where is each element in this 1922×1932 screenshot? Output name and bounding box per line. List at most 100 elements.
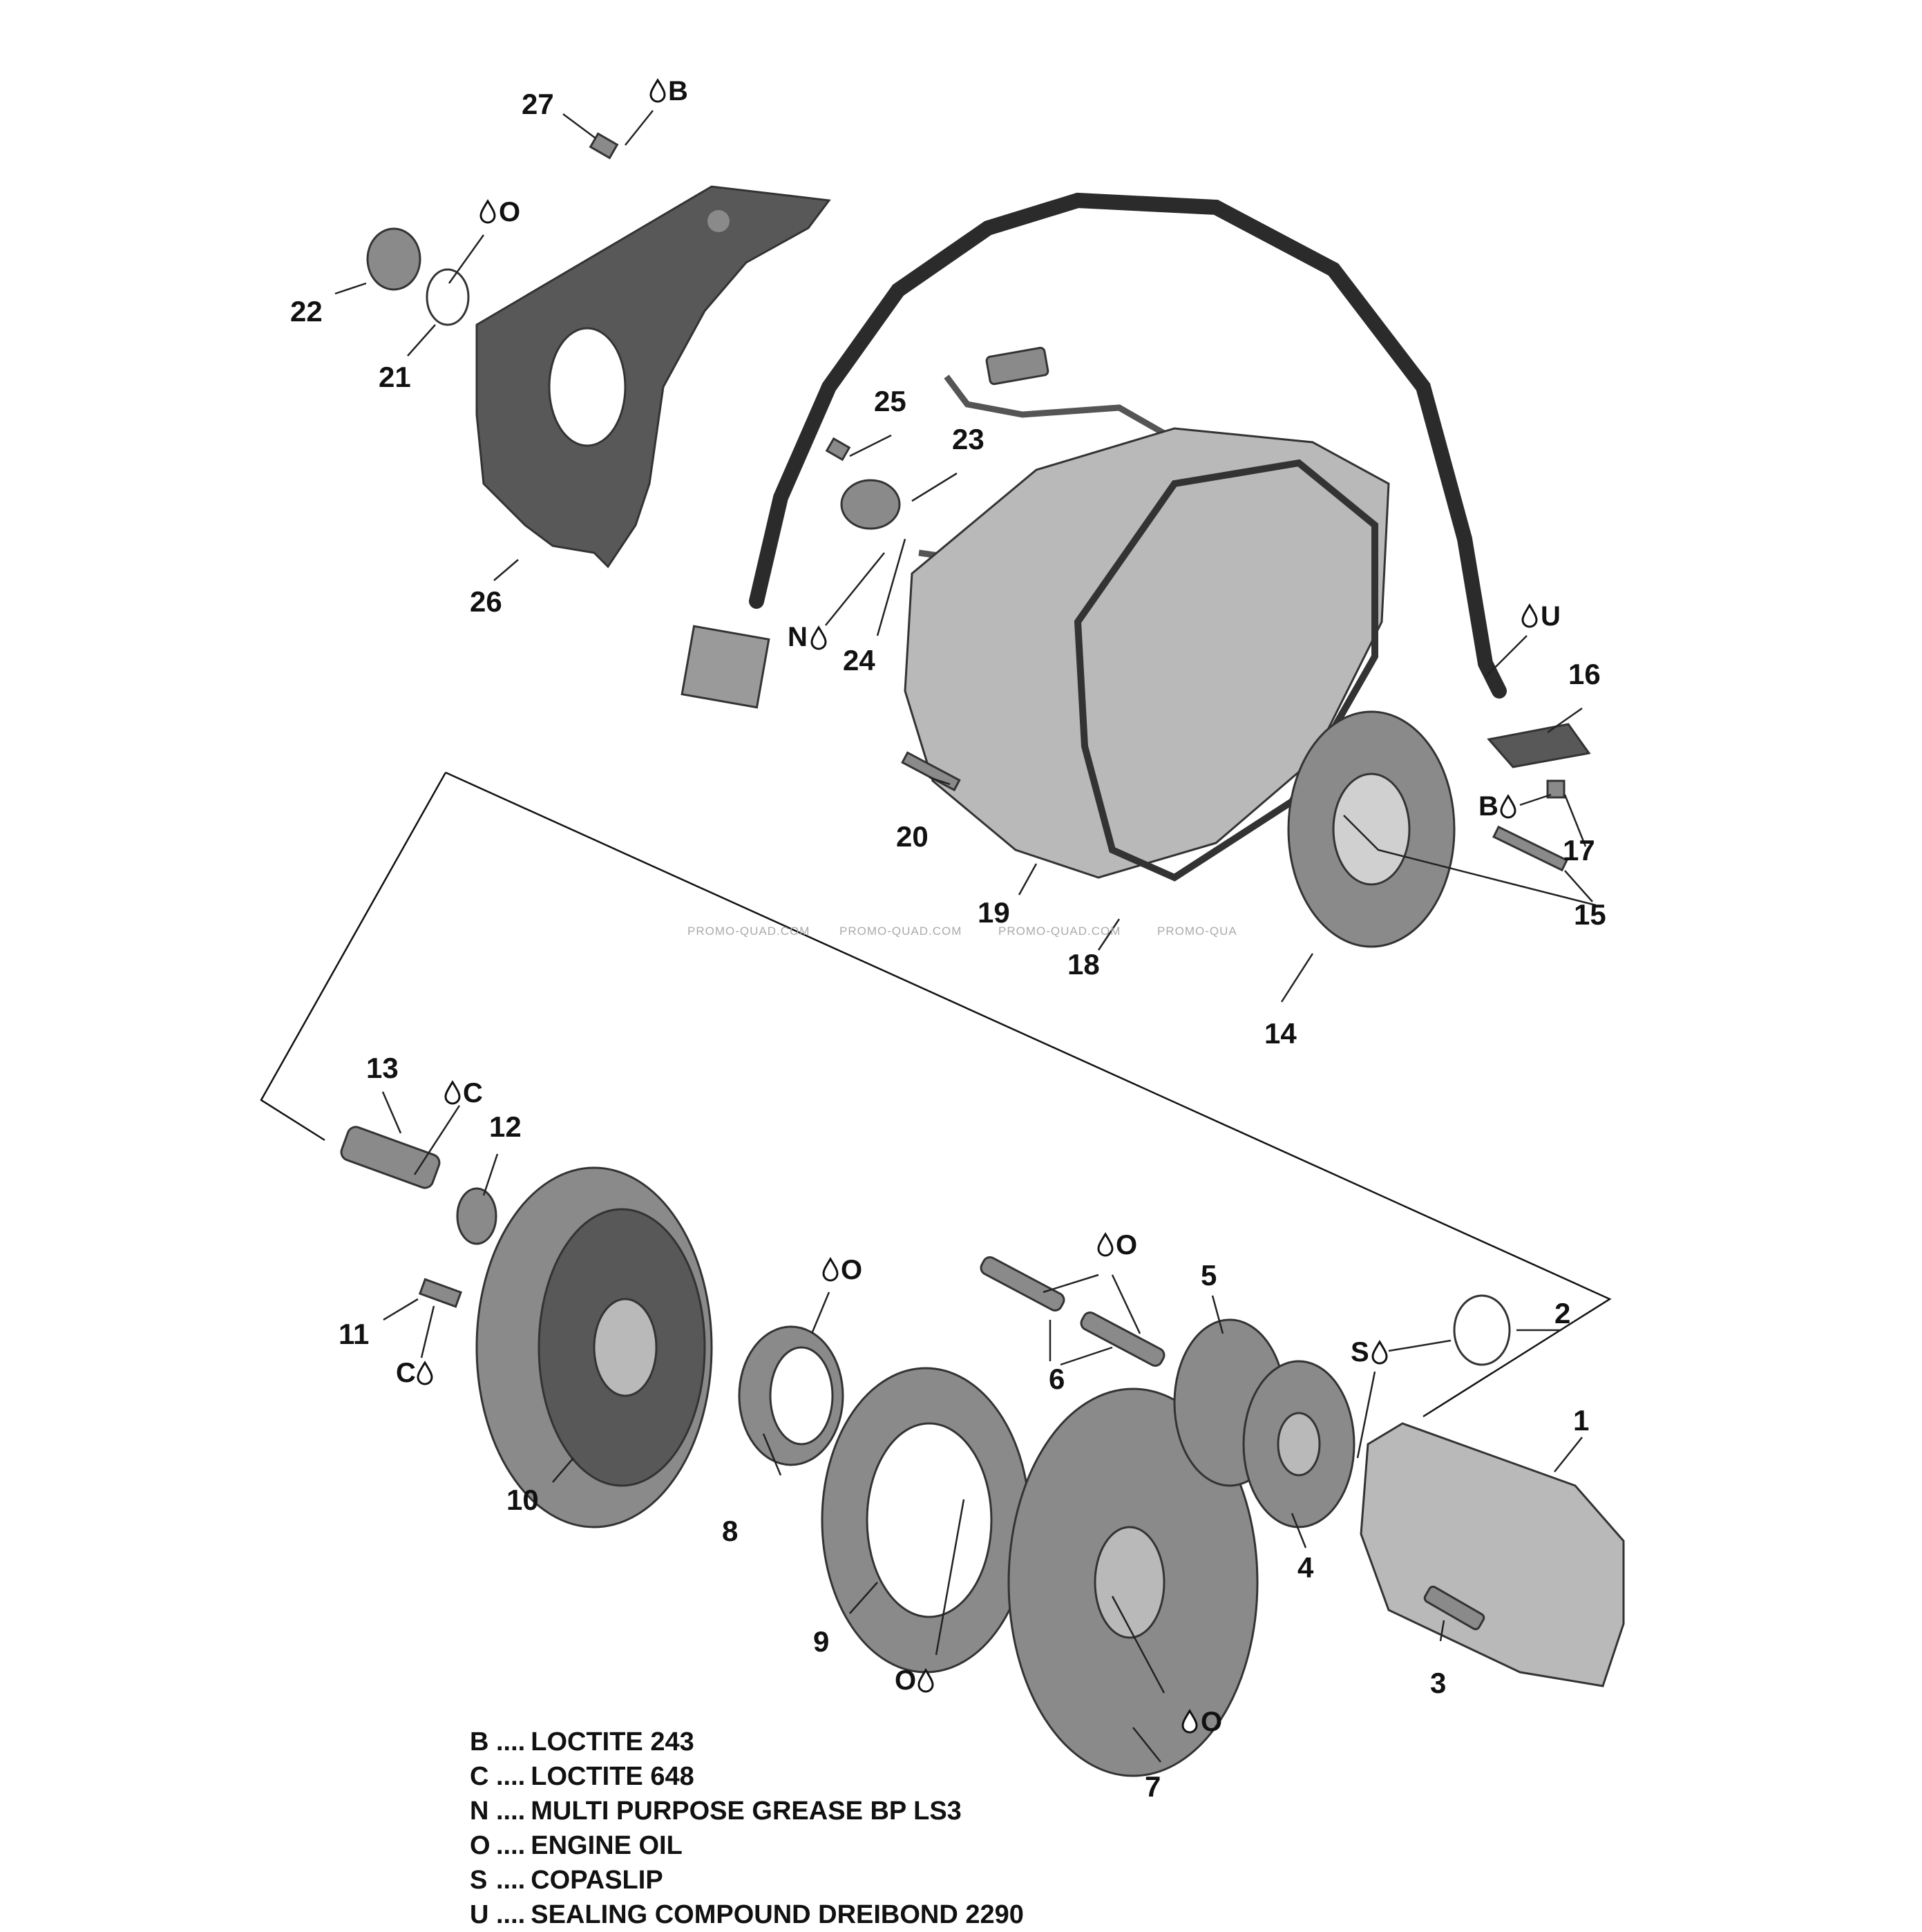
legend-dots: .... bbox=[496, 1831, 526, 1860]
drop-icon bbox=[444, 1081, 461, 1105]
callout-22: 22 bbox=[290, 295, 323, 328]
symbol-u-16: U bbox=[1541, 601, 1561, 632]
symbol-o-8: O bbox=[841, 1255, 862, 1285]
legend-dots: .... bbox=[496, 1727, 526, 1756]
callout-13: 13 bbox=[366, 1052, 399, 1084]
material-symbols: B O U N B C C O O S O O bbox=[396, 76, 1561, 1737]
callout-10: 10 bbox=[506, 1484, 539, 1516]
legend-row-c: C....LOCTITE 648 bbox=[470, 1759, 1024, 1794]
sensor-part-23 bbox=[840, 479, 901, 530]
callout-6: 6 bbox=[1049, 1363, 1065, 1395]
starter-part-1 bbox=[1360, 1422, 1625, 1687]
callout-12: 12 bbox=[489, 1110, 522, 1143]
seal-part-22 bbox=[366, 227, 421, 291]
material-legend: B....LOCTITE 243 C....LOCTITE 648 N....M… bbox=[470, 1725, 1024, 1932]
symbol-n-24: N bbox=[788, 622, 808, 652]
callout-7: 7 bbox=[1145, 1770, 1161, 1803]
callout-labels: 27 22 21 26 25 23 24 16 17 15 20 19 18 1… bbox=[290, 88, 1606, 1803]
legend-dots: .... bbox=[496, 1900, 526, 1929]
drop-icon bbox=[479, 200, 496, 224]
callout-26: 26 bbox=[470, 585, 502, 618]
washer-part-12 bbox=[456, 1187, 497, 1245]
symbol-o-6: O bbox=[1116, 1230, 1137, 1260]
bolt-part-27 bbox=[589, 132, 619, 160]
drop-icon bbox=[1371, 1341, 1388, 1365]
symbol-o-9: O bbox=[895, 1665, 916, 1696]
cover-hole bbox=[548, 327, 627, 447]
oring-part-2 bbox=[1453, 1294, 1511, 1366]
flywheel-hub bbox=[593, 1298, 658, 1397]
callout-11: 11 bbox=[339, 1318, 369, 1350]
watermark: PROMO-QUAD.COM PROMO-QUAD.COM PROMO-QUAD… bbox=[687, 925, 1237, 938]
callout-8: 8 bbox=[722, 1515, 738, 1547]
clutch-bore bbox=[866, 1422, 993, 1618]
bolt-part-15 bbox=[1492, 825, 1568, 872]
legend-text: COPASLIP bbox=[531, 1866, 663, 1895]
legend-key: C bbox=[470, 1762, 489, 1791]
symbol-c-13: C bbox=[463, 1078, 483, 1108]
callout-17: 17 bbox=[1563, 834, 1595, 866]
symbol-b-27: B bbox=[668, 76, 688, 106]
legend-text: ENGINE OIL bbox=[531, 1831, 683, 1860]
symbol-o-7: O bbox=[1201, 1707, 1222, 1737]
cover-bolt-boss bbox=[707, 210, 730, 232]
symbol-c-11: C bbox=[396, 1358, 416, 1388]
gear-hub-4 bbox=[1277, 1412, 1321, 1477]
wiring-harness bbox=[749, 192, 1507, 699]
assembly-frame-line bbox=[260, 771, 1612, 1418]
shaft-part-6a bbox=[980, 1256, 1065, 1311]
leader-lines bbox=[334, 110, 1597, 1763]
callout-2: 2 bbox=[1554, 1297, 1570, 1329]
legend-row-b: B....LOCTITE 243 bbox=[470, 1725, 1024, 1759]
callout-24: 24 bbox=[843, 644, 875, 676]
callout-15: 15 bbox=[1574, 898, 1606, 931]
stator-hub bbox=[1332, 773, 1411, 886]
callout-21: 21 bbox=[379, 361, 411, 393]
shaft-part-6b bbox=[1080, 1311, 1165, 1367]
legend-key: S bbox=[470, 1866, 488, 1895]
drop-icon bbox=[1521, 604, 1538, 628]
symbol-b-17: B bbox=[1478, 791, 1498, 822]
callout-20: 20 bbox=[896, 820, 929, 853]
watermark-text: PROMO-QUA bbox=[1157, 925, 1237, 938]
legend-text: LOCTITE 243 bbox=[531, 1727, 694, 1756]
legend-dots: .... bbox=[496, 1866, 526, 1895]
symbol-o-21: O bbox=[499, 197, 520, 227]
callout-23: 23 bbox=[952, 423, 984, 455]
drop-icon bbox=[649, 79, 666, 103]
drop-icon bbox=[810, 626, 827, 650]
callout-19: 19 bbox=[978, 896, 1010, 929]
legend-key: U bbox=[470, 1900, 489, 1929]
watermark-text: PROMO-QUAD.COM bbox=[839, 925, 962, 938]
oring-part-21 bbox=[426, 268, 470, 326]
drop-icon bbox=[417, 1361, 433, 1385]
legend-text: MULTI PURPOSE GREASE BP LS3 bbox=[531, 1797, 962, 1826]
callout-16: 16 bbox=[1568, 658, 1601, 690]
callout-4: 4 bbox=[1297, 1551, 1314, 1584]
drop-icon bbox=[1097, 1233, 1114, 1257]
drop-icon bbox=[1500, 795, 1516, 819]
legend-dots: .... bbox=[496, 1797, 526, 1826]
bearing-bore bbox=[769, 1346, 834, 1446]
legend-row-o: O....ENGINE OIL bbox=[470, 1828, 1024, 1863]
callout-14: 14 bbox=[1264, 1017, 1297, 1050]
sensor-connector bbox=[985, 346, 1049, 386]
legend-row-u: U....SEALING COMPOUND DREIBOND 2290 bbox=[470, 1897, 1024, 1932]
bolt-part-3 bbox=[1423, 1585, 1485, 1631]
harness-connector bbox=[681, 625, 770, 709]
legend-key: B bbox=[470, 1727, 489, 1756]
callout-27: 27 bbox=[522, 88, 554, 120]
callout-25: 25 bbox=[874, 385, 906, 417]
callout-3: 3 bbox=[1430, 1667, 1446, 1699]
gear-hub-7 bbox=[1094, 1526, 1165, 1639]
drop-icon bbox=[822, 1258, 839, 1282]
legend-key: O bbox=[470, 1831, 491, 1860]
legend-row-n: N....MULTI PURPOSE GREASE BP LS3 bbox=[470, 1794, 1024, 1828]
symbol-s-1: S bbox=[1351, 1337, 1369, 1367]
bolt-part-20 bbox=[901, 751, 961, 792]
legend-key: N bbox=[470, 1797, 489, 1826]
legend-row-s: S....COPASLIP bbox=[470, 1863, 1024, 1897]
screw-part-25 bbox=[825, 437, 851, 462]
callout-18: 18 bbox=[1067, 948, 1100, 981]
